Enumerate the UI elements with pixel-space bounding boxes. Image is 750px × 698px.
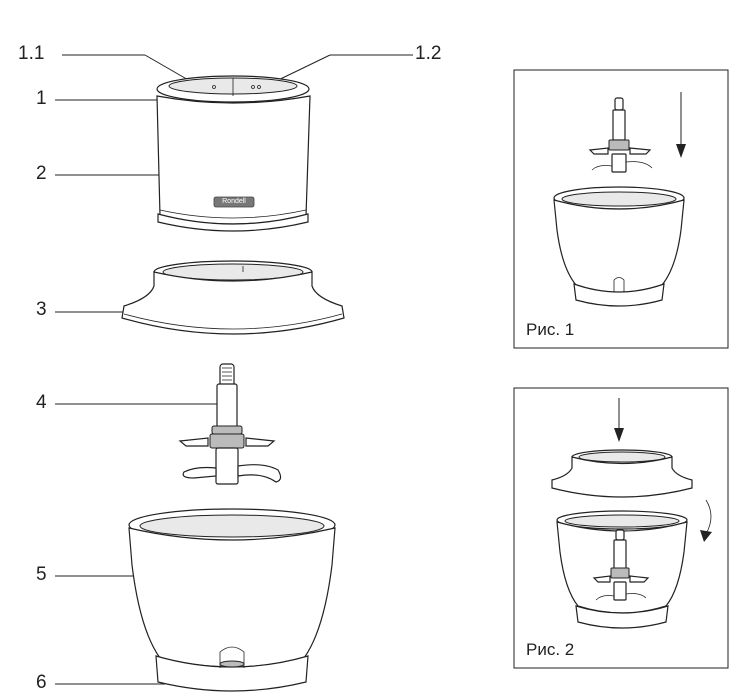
callout-1-2: 1.2 <box>415 43 442 64</box>
motor-housing <box>156 95 311 232</box>
bowl <box>128 508 336 692</box>
callout-6: 6 <box>36 672 47 693</box>
blade-assembly <box>178 363 282 485</box>
callout-4: 4 <box>36 392 47 413</box>
brand-label: Rondell <box>222 198 246 205</box>
lid-top <box>156 75 310 103</box>
callout-3: 3 <box>36 299 47 320</box>
callout-5: 5 <box>36 564 47 585</box>
figure-1-caption: Рис. 1 <box>526 320 575 339</box>
callout-1: 1 <box>36 88 47 109</box>
callout-2: 2 <box>36 163 47 184</box>
callout-1-1: 1.1 <box>18 43 45 64</box>
bowl-cover <box>121 260 345 335</box>
figure-1 <box>513 69 729 349</box>
figure-2-caption: Рис. 2 <box>526 640 575 659</box>
figure-2 <box>513 387 729 669</box>
